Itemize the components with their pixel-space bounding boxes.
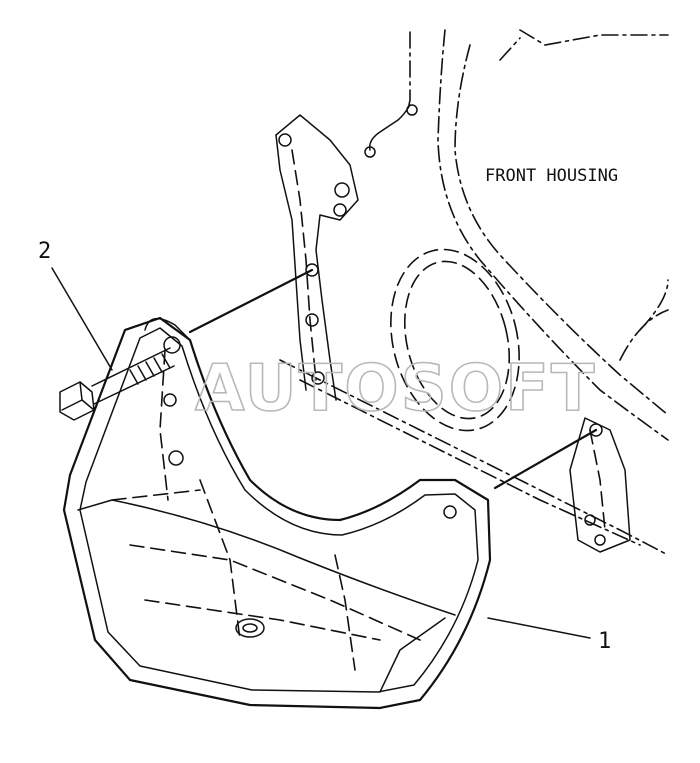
right-bracket [569,417,631,553]
tray-part-1 [62,316,492,710]
callout-2: 2 [38,239,51,264]
housing-bracket [275,114,359,401]
front-housing-label: FRONT HOUSING [485,166,618,186]
bolt-part-2 [59,347,175,421]
housing-opening [390,248,520,432]
leader-lines [51,267,591,639]
callout-1: 1 [598,629,611,654]
attachment-lines [188,268,598,490]
watermark-logo: AUTOSOFT [195,352,596,426]
front-housing [279,29,669,556]
